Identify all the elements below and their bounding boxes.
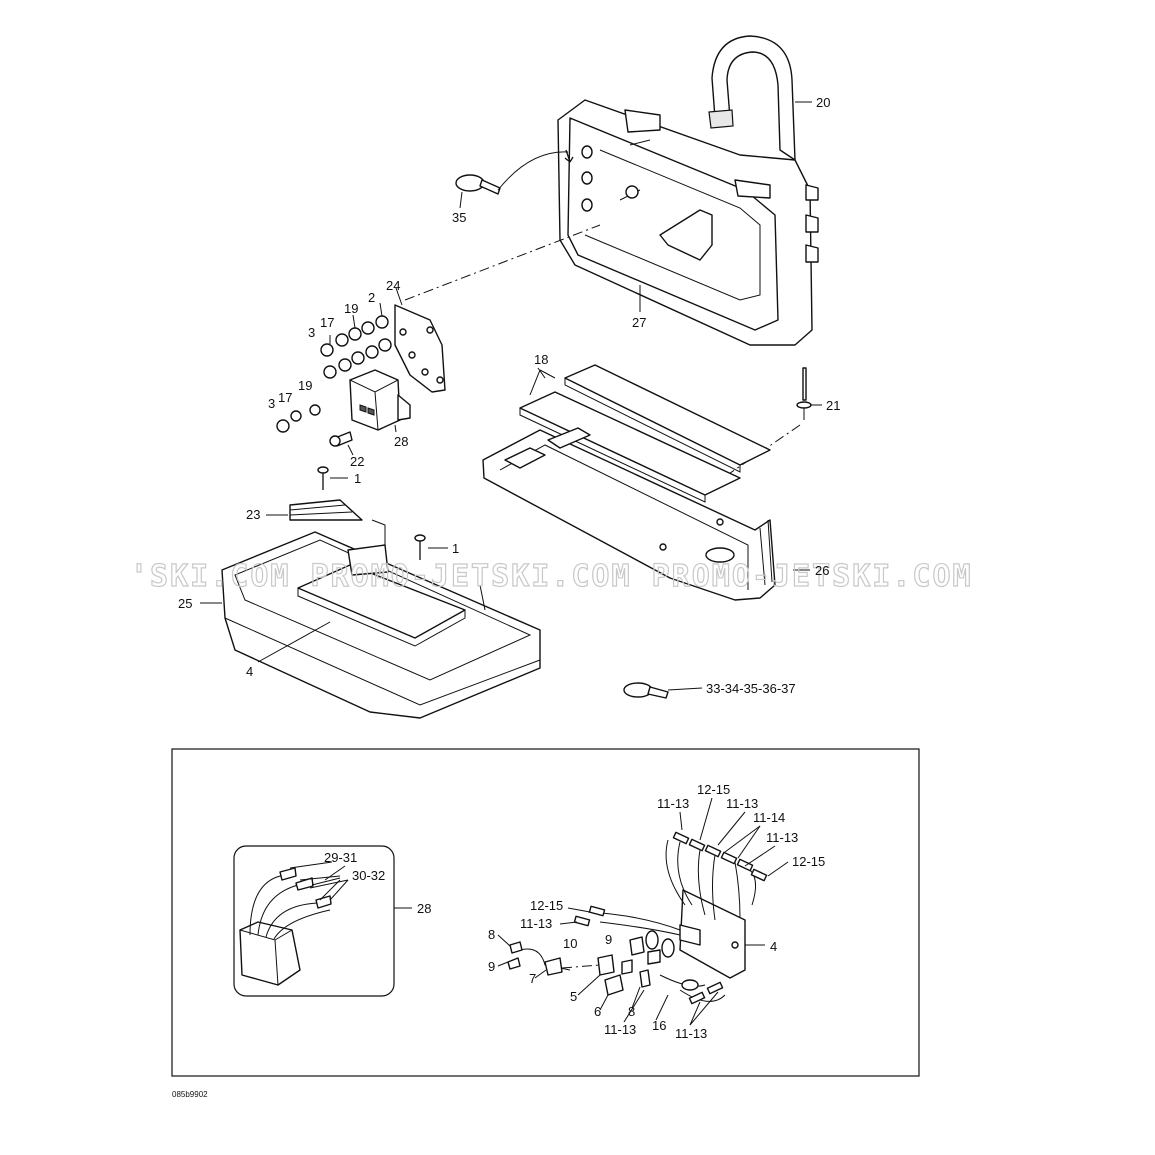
- detail-callout-9-a: 9: [605, 932, 612, 947]
- electrical-box-27: [557, 35, 819, 346]
- detail-callout-11-13-a: 11-13: [657, 796, 689, 811]
- callout-28: 28: [394, 434, 408, 449]
- circuit-board-4: [679, 889, 765, 979]
- callout-3-upper: 3: [308, 325, 315, 340]
- harness-23: [266, 499, 363, 521]
- detail-callout-8-a: 8: [488, 927, 495, 942]
- callout-23: 23: [246, 507, 260, 522]
- callout-18: 18: [534, 352, 548, 367]
- detail-leader-lines: [309, 797, 789, 1026]
- detail-callout-16: 16: [652, 1018, 666, 1033]
- support-plate-26: [482, 427, 776, 601]
- regulator-inset-28: [239, 861, 341, 986]
- callout-20: 20: [816, 95, 830, 110]
- detail-callout-12-15-a: 12-15: [697, 782, 730, 797]
- callout-4: 4: [246, 664, 253, 679]
- detail-callout-11-13-f: 11-13: [675, 1026, 707, 1041]
- detail-callout-5: 5: [570, 989, 577, 1004]
- callout-21: 21: [826, 398, 840, 413]
- callout-25: 25: [178, 596, 192, 611]
- callout-27: 27: [632, 315, 646, 330]
- fuse-connectors: [519, 831, 768, 1005]
- callout-26: 26: [815, 563, 829, 578]
- mounting-plate-24: [394, 224, 601, 393]
- tie-wrap-35: [455, 149, 574, 209]
- detail-callout-29-31: 29-31: [324, 850, 357, 865]
- detail-callout-11-13-d: 11-13: [520, 916, 552, 931]
- regulator-inset-frame: [233, 845, 395, 997]
- detail-callout-6: 6: [594, 1004, 601, 1019]
- detail-callout-28: 28: [417, 901, 431, 916]
- leader-lines: [537, 285, 810, 571]
- detail-callout-30-32: 30-32: [352, 868, 385, 883]
- callout-35: 35: [452, 210, 466, 225]
- watermark: 'SKI.COM PROMO-JETSKI.COM PROMO-JETSKI.C…: [130, 559, 973, 594]
- drawing-code: 085b9902: [172, 1090, 208, 1099]
- callout-1-lower: 1: [452, 541, 459, 556]
- foam-pads-18: [519, 364, 771, 503]
- callout-3-lower: 3: [268, 396, 275, 411]
- tie-wrap-33-37: [623, 682, 703, 699]
- screw-1-lower: [414, 534, 448, 560]
- callout-19-lower: 19: [298, 378, 312, 393]
- callout-22: 22: [350, 454, 364, 469]
- callout-24: 24: [386, 278, 400, 293]
- hardware-row-upper: [320, 302, 392, 379]
- detail-callout-8-b: 8: [628, 1004, 635, 1019]
- detail-callout-11-14: 11-14: [753, 810, 785, 825]
- callout-17-lower: 17: [278, 390, 292, 405]
- callout-1-upper: 1: [354, 471, 361, 486]
- callout-2: 2: [368, 290, 375, 305]
- detail-callout-12-15-c: 12-15: [530, 898, 563, 913]
- detail-callout-9-b: 9: [488, 959, 495, 974]
- regulator-28: [349, 369, 411, 433]
- tray-25: [200, 519, 541, 719]
- rivet-21: [719, 367, 822, 481]
- callout-19-upper: 19: [344, 301, 358, 316]
- detail-callout-12-15-b: 12-15: [792, 854, 825, 869]
- detail-callout-11-13-b: 11-13: [726, 796, 758, 811]
- detail-callout-11-13-e: 11-13: [604, 1022, 636, 1037]
- hardware-row-lower: [276, 404, 354, 456]
- callout-17-upper: 17: [320, 315, 334, 330]
- detail-frame: [171, 748, 920, 1077]
- detail-callout-10: 10: [563, 936, 577, 951]
- small-parts: [507, 930, 699, 996]
- detail-callout-4-detail: 4: [770, 939, 777, 954]
- detail-callout-7: 7: [529, 971, 536, 986]
- screw-1-upper: [317, 466, 348, 490]
- callout-33-37: 33-34-35-36-37: [706, 681, 796, 696]
- detail-callout-11-13-c: 11-13: [766, 830, 798, 845]
